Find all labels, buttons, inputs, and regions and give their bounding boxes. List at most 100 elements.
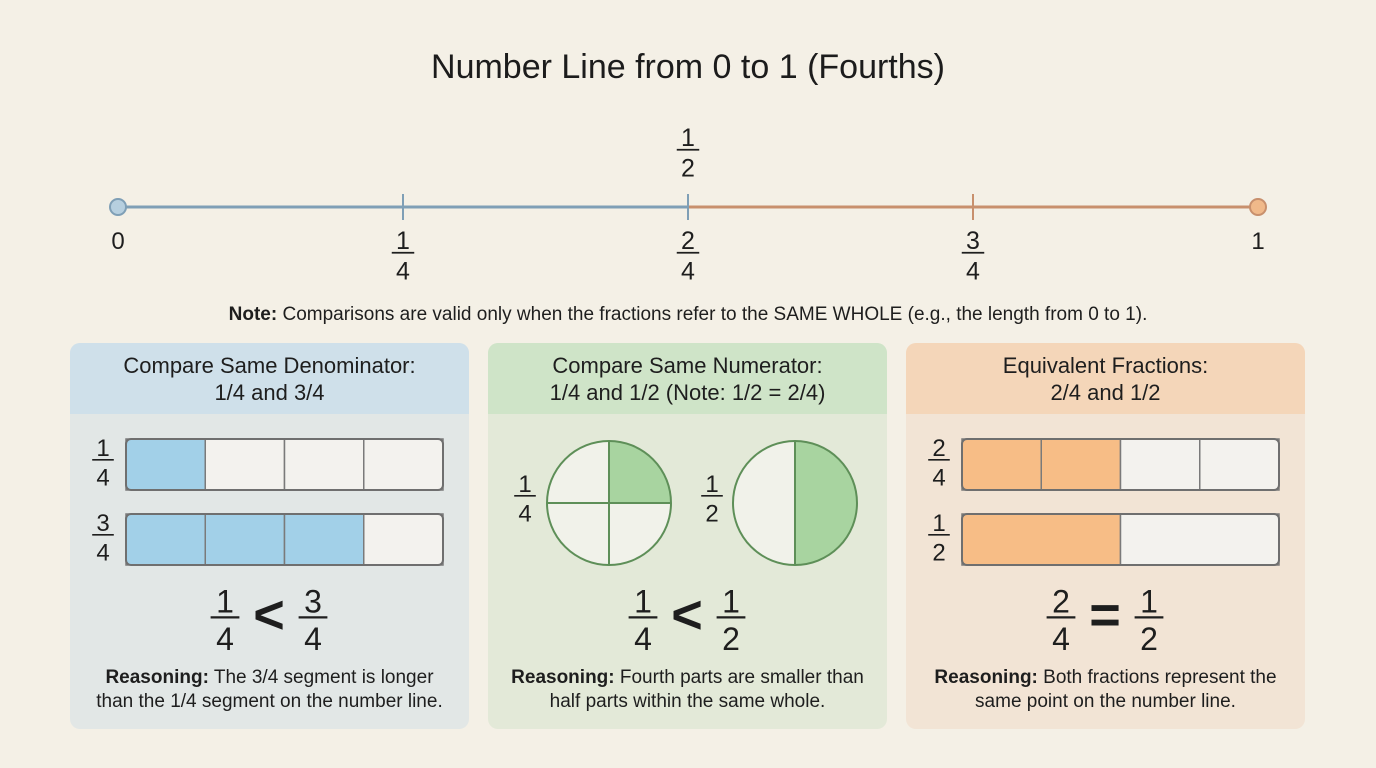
panel-title-line2: 1/4 and 1/2 (Note: 1/2 = 2/4) xyxy=(549,379,826,405)
bar-segment-filled xyxy=(961,513,1122,566)
reasoning-label: Reasoning: xyxy=(105,667,209,688)
half-label-fraction: 12 xyxy=(676,124,700,182)
note-bold: Note: xyxy=(228,304,278,325)
panel-header: Equivalent Fractions: 2/4 and 1/2 xyxy=(906,343,1305,414)
fraction-bar-row xyxy=(125,438,444,491)
bar-segment-filled xyxy=(204,513,286,566)
fraction-denominator: 4 xyxy=(932,464,945,491)
fraction-numerator: 1 xyxy=(932,510,945,537)
fraction-numerator: 1 xyxy=(518,471,531,498)
comparison-left-fraction: 24 xyxy=(1046,584,1076,657)
tick-label-fraction: 34 xyxy=(961,227,985,285)
reasoning-line2: half parts within the same whole. xyxy=(549,691,826,712)
comparison-symbol: < xyxy=(671,585,703,645)
panel-title-line2: 2/4 and 1/2 xyxy=(1050,379,1161,405)
circle-slice-filled xyxy=(609,441,671,503)
panel-same-numerator: Compare Same Numerator: 1/4 and 1/2 (Not… xyxy=(488,343,887,729)
tick-label-fraction: 24 xyxy=(676,227,700,285)
comparison-left-fraction: 14 xyxy=(210,584,240,657)
circle-slice-filled xyxy=(795,441,857,565)
panel-title-line1: Compare Same Numerator: xyxy=(552,352,823,378)
bar-segment-filled xyxy=(1040,438,1122,491)
comparison-symbol: < xyxy=(253,585,285,645)
fraction-numerator: 1 xyxy=(722,584,740,620)
circle-outline xyxy=(732,440,858,566)
fraction-numerator: 1 xyxy=(681,124,695,152)
row-fraction-label: 24 xyxy=(928,435,950,491)
reasoning-line1: Fourth parts are smaller than xyxy=(614,667,864,688)
panel-header: Compare Same Denominator: 1/4 and 3/4 xyxy=(70,343,469,414)
bar-segment-empty xyxy=(1119,438,1201,491)
fraction-circle xyxy=(546,440,672,566)
fraction-denominator: 2 xyxy=(1140,621,1158,657)
panel-header: Compare Same Numerator: 1/4 and 1/2 (Not… xyxy=(488,343,887,414)
bar-outline xyxy=(125,513,444,566)
fraction-bar-row xyxy=(125,513,444,566)
fraction-denominator: 2 xyxy=(681,154,695,182)
fraction-numerator: 2 xyxy=(1052,584,1070,620)
reasoning: Reasoning: Fourth parts are smaller than… xyxy=(498,666,877,714)
bar-segment-filled xyxy=(961,438,1042,491)
fraction-bar-row xyxy=(961,513,1280,566)
reasoning-line2: than the 1/4 segment on the number line. xyxy=(96,691,443,712)
comparison-right-fraction: 34 xyxy=(298,584,328,657)
reasoning: Reasoning: The 3/4 segment is longer than… xyxy=(80,666,459,714)
note-text: Comparisons are valid only when the frac… xyxy=(277,304,1148,325)
diagram-title: Number Line from 0 to 1 (Fourths) xyxy=(431,48,945,86)
fraction-numerator: 1 xyxy=(705,471,718,498)
fraction-denominator: 4 xyxy=(96,464,109,491)
bar-outline xyxy=(961,438,1280,491)
fraction-numerator: 1 xyxy=(96,435,109,462)
fraction-numerator: 3 xyxy=(966,227,980,255)
bar-segment-empty xyxy=(1199,438,1280,491)
start-point xyxy=(109,198,127,216)
bar-segment-filled xyxy=(283,513,365,566)
fraction-denominator: 4 xyxy=(634,621,652,657)
comparison-right-fraction: 12 xyxy=(716,584,746,657)
reasoning-line2: same point on the number line. xyxy=(975,691,1236,712)
tick-label-fraction: 14 xyxy=(391,227,415,285)
fraction-denominator: 2 xyxy=(722,621,740,657)
fraction-denominator: 4 xyxy=(216,621,234,657)
fraction-circle xyxy=(732,440,858,566)
panel-title-line1: Equivalent Fractions: xyxy=(1002,352,1209,378)
fraction-denominator: 4 xyxy=(1052,621,1070,657)
fraction-bar-row xyxy=(961,438,1280,491)
bar-segment-filled xyxy=(125,513,206,566)
bar-segment-empty xyxy=(363,438,444,491)
bar-segment-empty xyxy=(363,513,444,566)
fraction-numerator: 1 xyxy=(634,584,652,620)
bar-segment-empty xyxy=(204,438,286,491)
fraction-numerator: 1 xyxy=(216,584,234,620)
fraction-numerator: 2 xyxy=(932,435,945,462)
reasoning-line1: The 3/4 segment is longer xyxy=(208,667,434,688)
bar-segment-empty xyxy=(283,438,365,491)
circle-fraction-label: 14 xyxy=(514,471,536,527)
fraction-numerator: 1 xyxy=(1140,584,1158,620)
fraction-numerator: 1 xyxy=(396,227,410,255)
reasoning-label: Reasoning: xyxy=(511,667,615,688)
bar-outline xyxy=(961,513,1280,566)
end-label: 1 xyxy=(1251,228,1264,255)
panel-title-line2: 1/4 and 3/4 xyxy=(214,379,325,405)
end-point xyxy=(1249,198,1267,216)
bar-outline xyxy=(125,438,444,491)
panel-title-line1: Compare Same Denominator: xyxy=(123,352,416,378)
bar-segment-empty xyxy=(1119,513,1280,566)
start-label: 0 xyxy=(111,228,124,255)
comparison-right-fraction: 12 xyxy=(1134,584,1164,657)
row-fraction-label: 34 xyxy=(92,510,114,566)
bar-segment-filled xyxy=(125,438,206,491)
reasoning-label: Reasoning: xyxy=(934,667,1038,688)
reasoning-line1: Both fractions represent the xyxy=(1037,667,1277,688)
fraction-denominator: 4 xyxy=(304,621,322,657)
comparison-left-fraction: 14 xyxy=(628,584,658,657)
fraction-denominator: 4 xyxy=(966,257,980,285)
fraction-denominator: 4 xyxy=(96,539,109,566)
reasoning: Reasoning: Both fractions represent the s… xyxy=(916,666,1295,714)
